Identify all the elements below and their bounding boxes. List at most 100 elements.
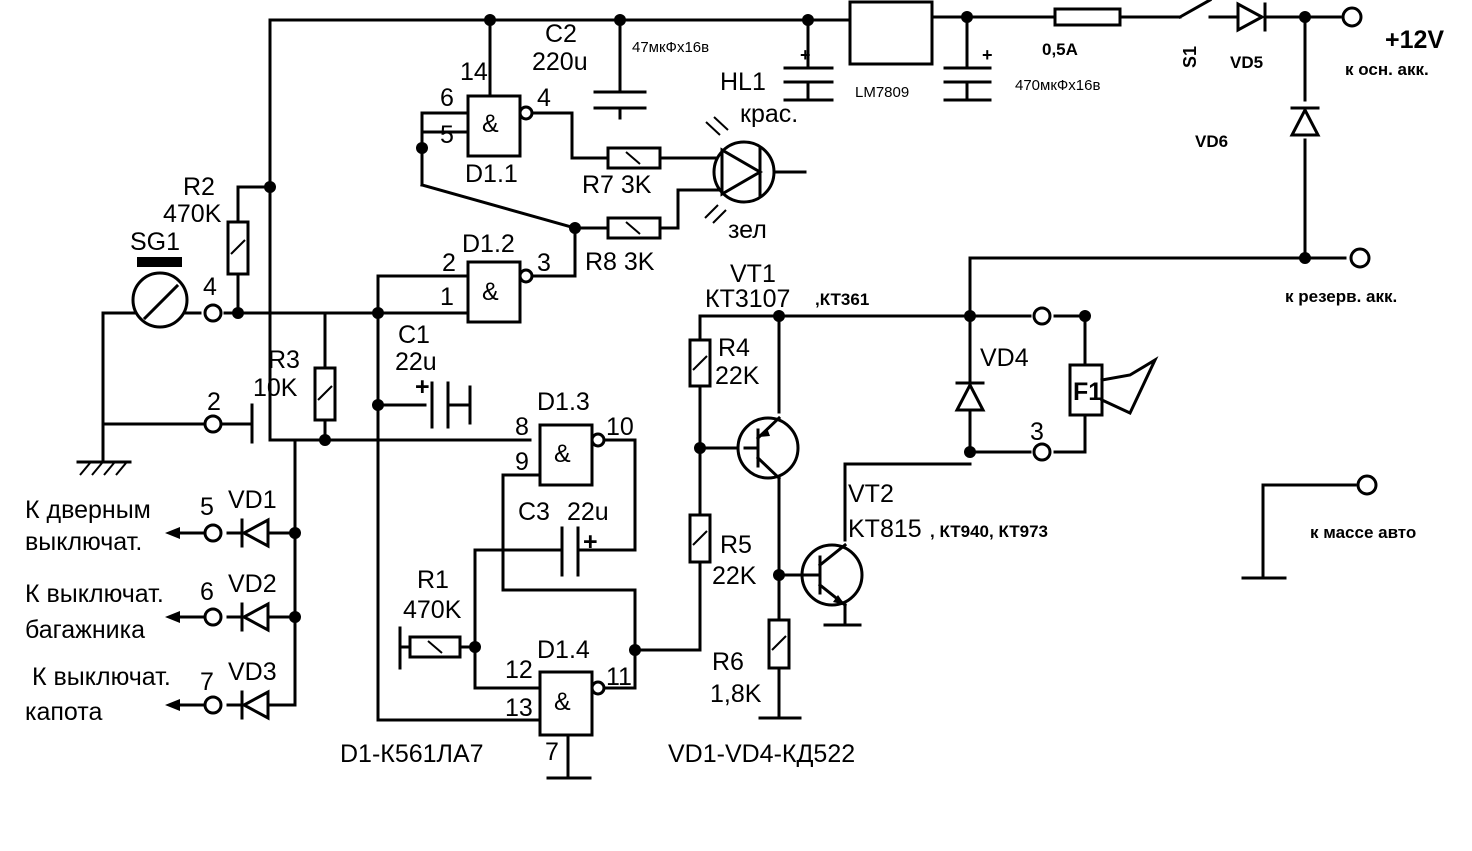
capacitor-c2 [593,90,647,110]
label-vt1-alt: ,КТ361 [815,290,869,309]
gate-d1-2: & [466,260,534,324]
label-pin-13: 13 [505,694,533,722]
label-sg-pin-4: 4 [203,273,217,301]
contact-2 [219,403,254,444]
fuse [1053,7,1122,27]
diode-vd2 [240,601,270,633]
label-osn: к осн. акк. [1345,60,1429,79]
label-vt2: VT2 [848,480,894,508]
input-arrows [165,527,207,711]
label-vt2-type: KT815 [848,515,922,543]
junction-dots [232,11,1311,656]
label-pin-6: 6 [440,84,454,112]
label-vd5: VD5 [1230,53,1263,72]
label-d1-2: D1.2 [462,230,515,258]
label-pin-9: 9 [515,448,529,476]
label-door-2: выключат. [25,528,142,556]
svg-text:&: & [554,440,571,468]
label-pin-8: 8 [515,413,529,441]
capacitor-470u [943,66,992,102]
svg-text:&: & [554,688,571,716]
label-f1: F1 [1073,378,1102,406]
label-r2-value: 470K [163,200,222,228]
label-r6: R6 [712,648,744,676]
resistor-r7 [606,146,662,170]
label-rezerv: к резерв. акк. [1285,287,1397,306]
svg-text:&: & [482,278,499,306]
label-sg-pin-2: 2 [207,388,221,416]
label-r1: R1 [417,566,449,594]
labels: C2 220u 47мкФх16в + LM7809 + 0,5A 470мкФ… [25,20,1444,768]
diode-vd5 [1236,1,1277,33]
gate-d1-1: & [466,94,534,158]
label-r4-value: 22K [715,362,760,390]
label-vd3: VD3 [228,658,277,686]
label-kras: крас. [740,100,798,128]
label-trunk-2: багажника [25,616,145,644]
resistor-r3 [313,366,337,422]
label-r6-value: 1,8K [710,680,762,708]
label-d1-3: D1.3 [537,388,590,416]
label-r5-value: 22K [712,562,757,590]
ground-symbol [76,460,132,476]
diode-vd3 [240,689,270,721]
label-vt2-alt: , КТ940, КТ973 [930,522,1048,541]
sensor-sg1 [131,257,189,329]
label-vt1: VT1 [730,260,776,288]
label-c2: C2 [545,20,577,48]
label-hood-1: К выключат. [32,663,171,691]
label-r3: R3 [268,346,300,374]
label-s1: S1 [1180,46,1200,68]
label-r3-value: 10K [253,374,298,402]
resistor-r5 [688,513,712,564]
gate-d1-3: & [538,423,606,487]
label-plus-1: + [800,45,811,65]
label-c1-value: 22u [395,348,437,376]
resistor-r6 [767,618,791,670]
label-c3-plus: + [583,528,598,556]
label-pin-7: 7 [545,738,559,766]
label-12v: +12V [1385,26,1444,54]
label-c-out-note: 470мкФх16в [1015,77,1100,94]
label-pin-5: 5 [440,121,454,149]
label-c1-plus: + [415,373,430,401]
resistor-r1 [408,635,462,659]
label-hl1: HL1 [720,68,766,96]
label-pin-2: 2 [442,249,456,277]
label-door-1: К дверным [25,496,151,524]
led-hl1 [704,116,776,224]
label-d1-1: D1.1 [465,160,518,188]
capacitor-c1 [430,381,472,429]
resistor-r2 [226,220,250,276]
resistor-r4 [688,338,712,388]
label-vt1-type: КТ3107 [705,285,790,313]
label-r7: R7 3K [582,171,652,199]
label-hood-2: капота [25,698,102,726]
label-c3: C3 [518,498,550,526]
label-vd6: VD6 [1195,132,1228,151]
label-door-pin: 5 [200,493,214,521]
label-plus-2: + [982,45,993,65]
label-r1-value: 470K [403,596,462,624]
siren-f1 [1068,356,1159,417]
label-d1-chip: D1-К561ЛА7 [340,740,484,768]
wires [101,15,1357,780]
label-zel: зел [728,216,767,244]
label-c2-note: 47мкФх16в [632,39,709,56]
label-trunk-pin: 6 [200,578,214,606]
label-pin-4: 4 [537,84,551,112]
label-vd1: VD1 [228,486,277,514]
label-fuse: 0,5A [1042,40,1078,59]
label-pin-1: 1 [440,283,454,311]
label-diodes: VD1-VD4-КД522 [668,740,855,768]
label-r5: R5 [720,531,752,559]
switch-s1 [1177,0,1213,20]
svg-text:&: & [482,110,499,138]
label-c1: C1 [398,321,430,349]
label-trunk-1: К выключат. [25,580,164,608]
capacitor-c3 [560,526,580,577]
resistor-r8 [606,216,662,240]
label-c3-value: 22u [567,498,609,526]
label-c2-value: 220u [532,48,588,76]
